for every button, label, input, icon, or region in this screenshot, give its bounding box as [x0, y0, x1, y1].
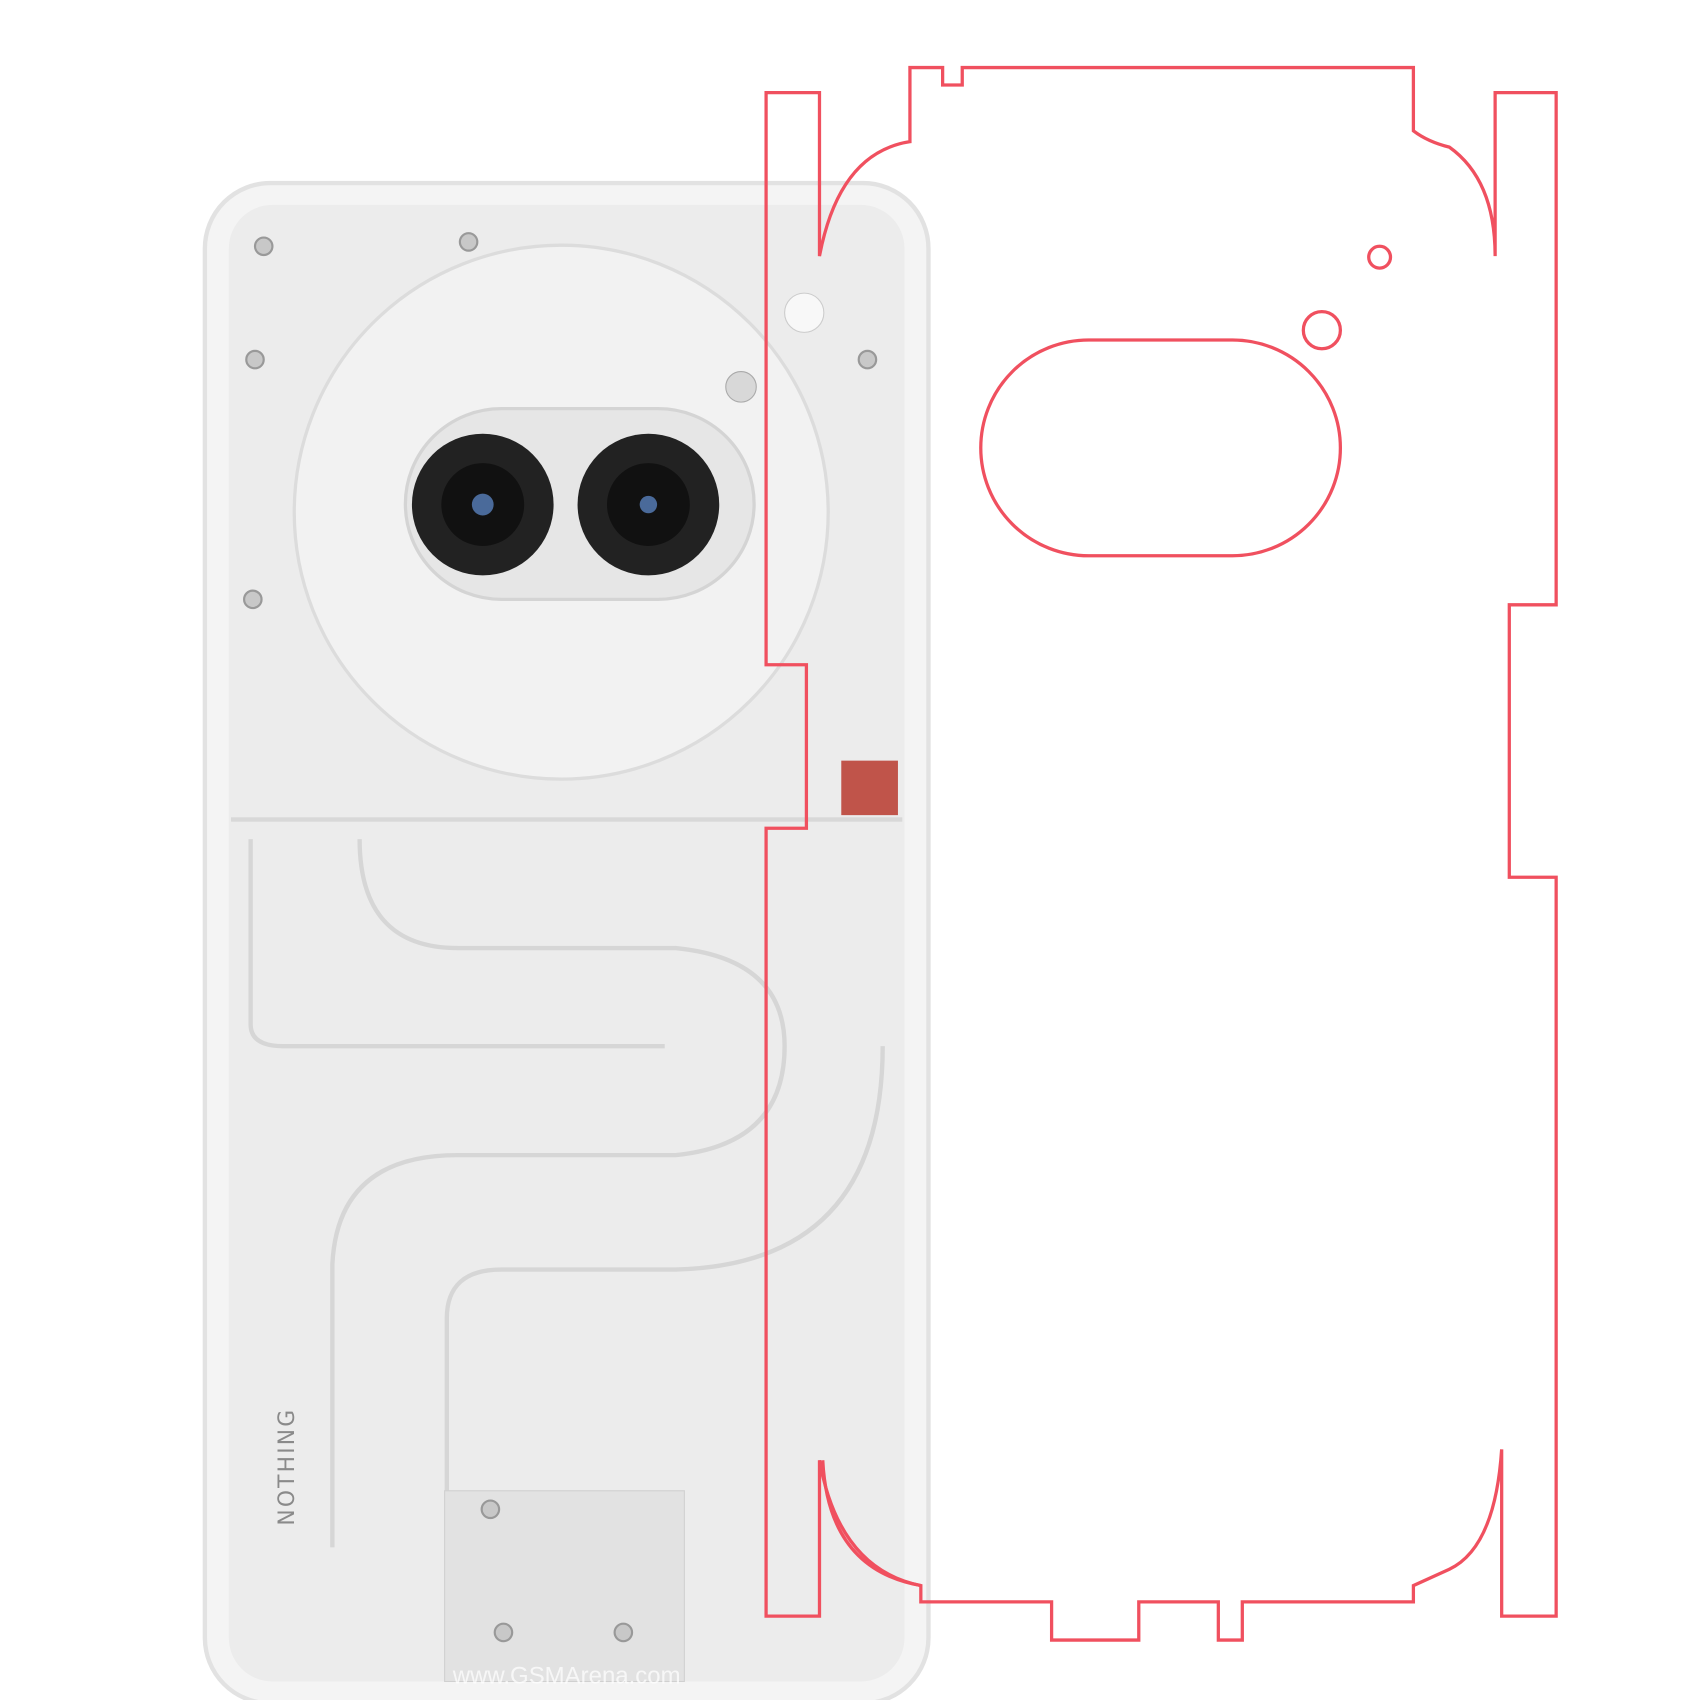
skin-cutout-outline	[764, 65, 1558, 1642]
camera-cutout	[979, 338, 1343, 558]
mic-cutout	[1367, 244, 1393, 270]
brand-text: NOTHING	[275, 1408, 300, 1526]
phone-back: NOTHING www.GSMArena.com	[202, 180, 931, 1700]
screw-icons	[243, 232, 878, 1643]
watermark: www.GSMArena.com	[452, 1663, 681, 1690]
camera-lens-icon	[577, 433, 720, 576]
flash-cutout	[1301, 310, 1343, 351]
camera-lens-icon	[411, 433, 554, 576]
